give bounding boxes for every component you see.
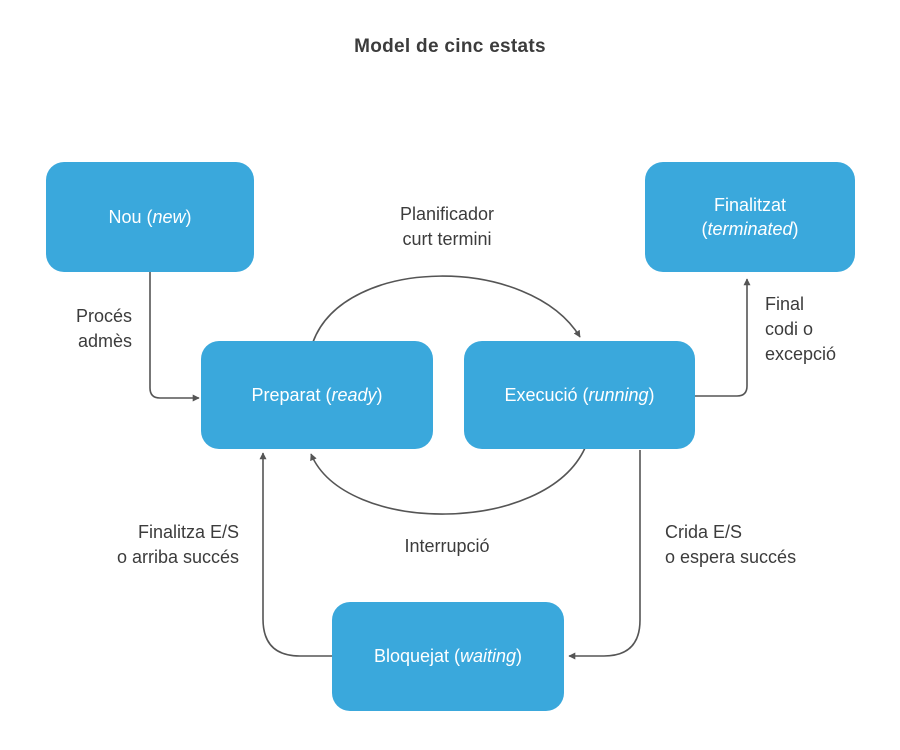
- label-io-wait: Crida E/S o espera succés: [665, 522, 797, 568]
- label-dispatch: Planificador curt termini: [399, 204, 495, 250]
- label-admitted: Procés admès: [75, 306, 132, 352]
- diagram-title: Model de cinc estats: [354, 36, 546, 57]
- state-waiting: Bloquejat (waiting): [332, 602, 564, 711]
- state-running-label: Execució (running): [504, 384, 655, 405]
- state-terminated-name: Finalitzat: [713, 194, 787, 215]
- arrow-io-done: [259, 452, 332, 657]
- arrow-admitted: [149, 272, 200, 402]
- label-exit: Final codi o excepció: [765, 294, 837, 365]
- state-terminated-term: (terminated): [701, 219, 799, 239]
- label-io-done: Finalitza E/S o arriba succés: [116, 522, 239, 568]
- arrow-exit: [695, 278, 751, 397]
- state-terminated: Finalitzat (terminated): [645, 162, 855, 272]
- label-interrupt: Interrupció: [404, 536, 490, 556]
- state-waiting-label: Bloquejat (waiting): [373, 646, 523, 667]
- arrow-dispatch: [312, 275, 581, 343]
- arrow-io-wait: [568, 450, 641, 660]
- arrow-interrupt: [310, 447, 586, 515]
- state-new-label: Nou (new): [108, 206, 192, 227]
- state-ready: Preparat (ready): [201, 341, 433, 449]
- state-running: Execució (running): [464, 341, 695, 449]
- state-ready-label: Preparat (ready): [251, 384, 383, 405]
- state-new: Nou (new): [46, 162, 254, 272]
